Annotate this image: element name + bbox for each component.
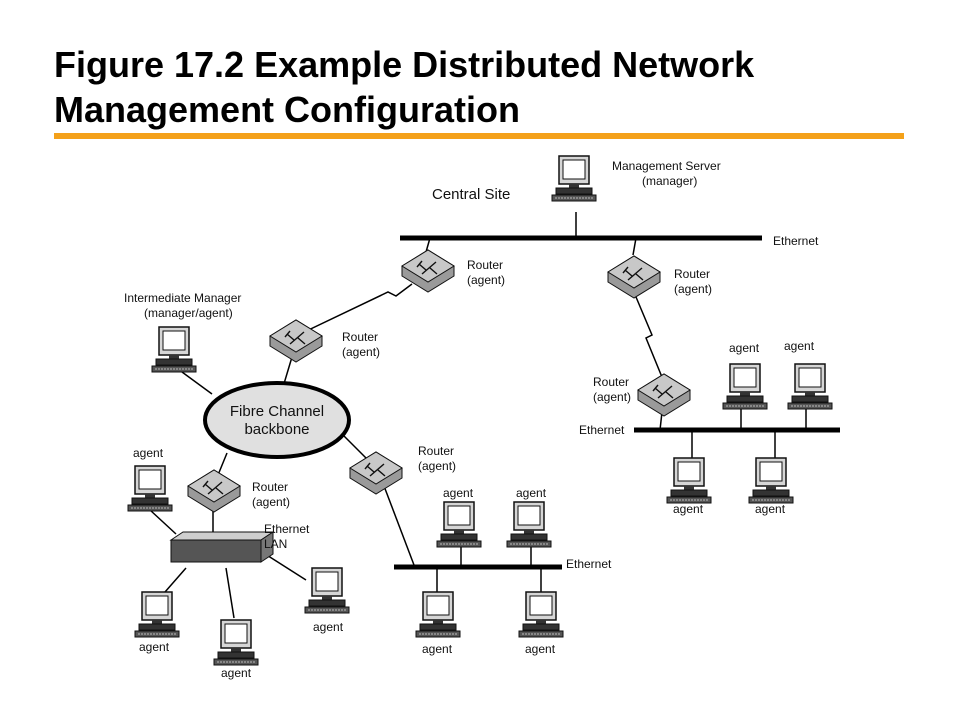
- slide-title-line-2: Management Configuration: [54, 89, 520, 130]
- wan-link-right: [635, 296, 665, 383]
- agent-label: agent: [755, 502, 786, 516]
- router-icon: [269, 319, 323, 363]
- intermediate-manager-link: [181, 371, 213, 395]
- intermediate-manager-label-1: Intermediate Manager: [124, 291, 241, 305]
- ethernet-label: Ethernet: [566, 557, 612, 571]
- agent-label: agent: [525, 642, 556, 656]
- router-label-2: (agent): [252, 495, 290, 509]
- ethernet-lan-label-1: Ethernet: [264, 522, 310, 536]
- agent-label: agent: [784, 339, 815, 353]
- router-label-2: (agent): [418, 459, 456, 473]
- agent-label: agent: [422, 642, 453, 656]
- agent-label: agent: [516, 486, 547, 500]
- agent-label: agent: [443, 486, 474, 500]
- workstation-icon: [748, 457, 794, 504]
- workstation-icon: [722, 363, 768, 410]
- management-server-label-1: Management Server: [612, 159, 721, 173]
- ethernet-lan-label-2: LAN: [264, 537, 287, 551]
- fibre-channel-label-2: backbone: [244, 421, 309, 438]
- agent-label: agent: [673, 502, 704, 516]
- wan-link-left: [297, 283, 413, 336]
- workstation-icon: [415, 591, 461, 638]
- workstation-icon: [518, 591, 564, 638]
- router-label-1: Router: [593, 375, 629, 389]
- router-label-2: (agent): [342, 345, 380, 359]
- router-ethernet-link: [383, 485, 415, 566]
- router-icon: [607, 255, 661, 299]
- router-label-1: Router: [674, 267, 710, 281]
- agent-label: agent: [133, 446, 164, 460]
- workstation-icon: [506, 501, 552, 548]
- intermediate-manager-label-2: (manager/agent): [144, 306, 233, 320]
- ethernet-label: Ethernet: [579, 423, 625, 437]
- backbone-router-link-left: [217, 452, 228, 476]
- slide-title-line-1: Figure 17.2 Example Distributed Network: [54, 44, 755, 85]
- intermediate-manager-icon: [151, 326, 197, 373]
- backbone-router-link-right: [343, 435, 371, 463]
- agent-label: agent: [139, 640, 170, 654]
- ethernet-label: Ethernet: [773, 234, 819, 248]
- right-router-drop: [632, 237, 637, 256]
- router-label-1: Router: [252, 480, 288, 494]
- workstation-icon: [787, 363, 833, 410]
- router-icon: [187, 469, 241, 513]
- management-server-icon: [551, 155, 597, 202]
- agent-label: agent: [313, 620, 344, 634]
- management-server-label-2: (manager): [642, 174, 697, 188]
- hub-icon: [170, 531, 274, 563]
- left-router-drop: [425, 237, 431, 253]
- workstation-icon: [436, 501, 482, 548]
- fibre-channel-backbone: [203, 381, 351, 459]
- title-underline: [54, 133, 904, 139]
- router-icon: [349, 451, 403, 495]
- agent-label: agent: [221, 666, 252, 680]
- workstation-icon: [213, 619, 259, 666]
- router-label-1: Router: [342, 330, 378, 344]
- agent-label: agent: [729, 341, 760, 355]
- router-label-1: Router: [418, 444, 454, 458]
- slide-title: Figure 17.2 Example Distributed Network …: [54, 42, 934, 132]
- router-label-2: (agent): [674, 282, 712, 296]
- router-label-2: (agent): [593, 390, 631, 404]
- router-label-1: Router: [467, 258, 503, 272]
- workstation-icon: [134, 591, 180, 638]
- fibre-channel-label-1: Fibre Channel: [230, 403, 324, 420]
- workstation-icon: [304, 567, 350, 614]
- central-site-label: Central Site: [432, 186, 510, 203]
- router-icon: [637, 373, 691, 417]
- workstation-icon: [666, 457, 712, 504]
- workstation-icon: [127, 465, 173, 512]
- router-label-2: (agent): [467, 273, 505, 287]
